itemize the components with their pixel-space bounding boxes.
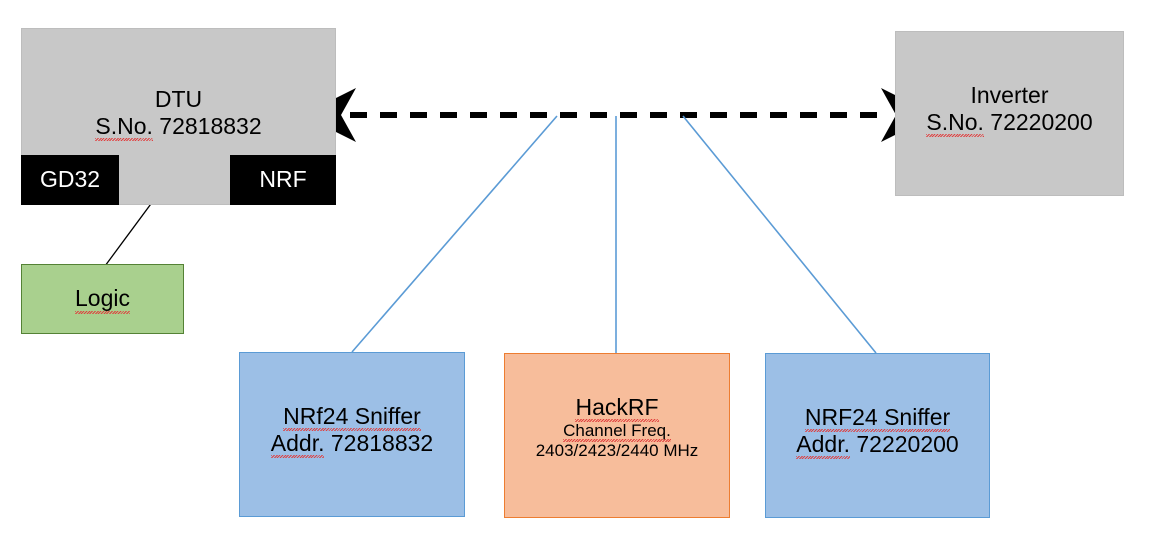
tap-line-right-sniffer [682,115,877,354]
gd32-label: GD32 [39,166,101,193]
tap-line-left-sniffer [351,115,558,353]
hackrf-subtitle-text: Channel Freq. [563,421,671,443]
sniffer-left-addr-value: 72818832 [330,430,434,457]
dtu-serial-label: S.No. [95,113,153,142]
sniffer-right-name-text: NRF24 Sniffer [804,404,951,433]
logic-label: Logic [75,285,130,314]
dtu-name: DTU [154,86,203,112]
sniffer-right-addr-label: Addr. [796,431,850,460]
inverter-serial-value: 72220200 [990,109,1093,136]
sniffer-right-addr-value: 72220200 [856,431,959,458]
sniffer-left-addr-label: Addr. [270,430,325,459]
hackrf-frequencies: 2403/2423/2440 MHz [535,441,699,461]
sniffer-left-name-text: NRf24 Sniffer [283,403,421,432]
sniffer-right-name: NRF24 Sniffer [804,404,951,433]
hackrf-node[interactable]: HackRF Channel Freq. 2403/2423/2440 MHz [504,353,730,518]
hackrf-subtitle: Channel Freq. [563,421,671,443]
sniffer-right-node[interactable]: NRF24 Sniffer Addr. 72220200 [765,353,990,518]
sniffer-left-node[interactable]: NRf24 Sniffer Addr. 72818832 [239,352,465,517]
inverter-serial: S.No. 72220200 [926,109,1093,138]
dtu-serial: S.No. 72818832 [95,113,262,142]
inverter-node[interactable]: Inverter S.No. 72220200 [895,31,1124,196]
nrf-label: NRF [259,166,307,193]
inverter-serial-label: S.No. [926,109,984,138]
dtu-serial-value: 72818832 [159,113,262,140]
sniffer-right-addr: Addr. 72220200 [796,431,959,460]
sniffer-left-name: NRf24 Sniffer [283,403,421,432]
logic-analyzer-node[interactable]: Logic [21,264,184,334]
dtu-nrf-module[interactable]: NRF [230,155,336,205]
dtu-gd32-module[interactable]: GD32 [21,155,119,205]
sniffer-left-addr: Addr. 72818832 [270,430,434,459]
hackrf-name: HackRF [575,394,659,423]
hackrf-name-text: HackRF [575,394,659,423]
inverter-name: Inverter [970,82,1049,108]
